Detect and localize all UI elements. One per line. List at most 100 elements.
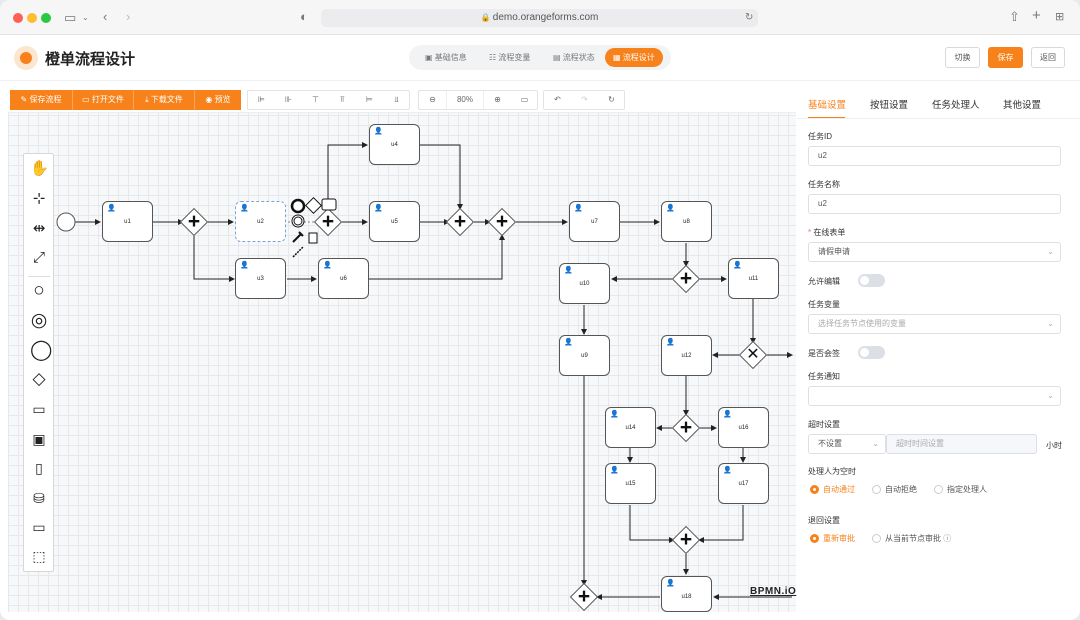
pool-icon[interactable]: ▭ xyxy=(32,519,46,535)
undo-icon[interactable]: ↶ xyxy=(554,95,561,104)
task-u5[interactable]: 👤u5 xyxy=(369,201,420,242)
share-icon[interactable]: ⇧ xyxy=(1009,9,1020,24)
trash-icon[interactable] xyxy=(308,232,318,244)
zoom-in-icon[interactable]: ⊕ xyxy=(494,95,501,104)
back-button[interactable]: 返回 xyxy=(1031,47,1065,68)
fit-viewport-icon[interactable]: ▭ xyxy=(520,95,529,104)
task-u8[interactable]: 👤u8 xyxy=(661,201,712,242)
data-store-icon[interactable]: ⛁ xyxy=(33,490,45,506)
bpmn-io-watermark[interactable]: BPMN.iO xyxy=(750,586,797,597)
append-end-event-icon[interactable] xyxy=(290,198,306,214)
save-process-button[interactable]: ✎ 保存流程 xyxy=(10,90,72,110)
open-file-button[interactable]: ▭ 打开文件 xyxy=(72,90,133,110)
task-u1[interactable]: 👤u1 xyxy=(102,201,153,242)
connect-arrow-icon[interactable] xyxy=(292,246,304,258)
minimize-window-button[interactable] xyxy=(27,13,37,23)
maximize-window-button[interactable] xyxy=(41,13,51,23)
task-u11[interactable]: 👤u11 xyxy=(728,258,779,299)
start-event[interactable] xyxy=(56,212,76,232)
tab-basic-info[interactable]: ▣ 基础信息 xyxy=(425,53,467,62)
start-event-icon[interactable]: ○ xyxy=(33,280,45,301)
task-name-input[interactable]: u2 xyxy=(808,194,1061,214)
hand-tool-icon[interactable]: ✋ xyxy=(30,160,49,177)
task-u15[interactable]: 👤u15 xyxy=(605,463,656,504)
close-window-button[interactable] xyxy=(13,13,23,23)
flow-u6-gw4[interactable] xyxy=(369,234,505,280)
align-top-icon[interactable]: ⫪ xyxy=(340,95,345,104)
allow-edit-switch[interactable] xyxy=(858,274,885,287)
task-u6[interactable]: 👤u6 xyxy=(318,258,369,299)
flow-u17-gw7[interactable] xyxy=(698,505,744,543)
address-bar[interactable]: 🔒 demo.orangeforms.com xyxy=(321,9,758,27)
reset-icon[interactable]: ↻ xyxy=(608,95,615,104)
task-notify-select[interactable]: ⌄ xyxy=(808,386,1061,406)
new-tab-icon[interactable]: + xyxy=(1032,7,1041,24)
switch-button[interactable]: 切换 xyxy=(945,47,980,68)
task-u16[interactable]: 👤u16 xyxy=(718,407,769,448)
tab-task-assignee[interactable]: 任务处理人 xyxy=(932,100,980,111)
tab-other-settings[interactable]: 其他设置 xyxy=(1003,100,1042,111)
tab-process-design[interactable]: ▦ 流程设计 xyxy=(605,48,663,67)
reload-icon[interactable]: ↻ xyxy=(745,12,754,23)
task-u14[interactable]: 👤u14 xyxy=(605,407,656,448)
user-task-icon[interactable]: ▭ xyxy=(32,401,46,417)
tab-overview-icon[interactable]: ⊞ xyxy=(1055,11,1065,23)
task-variables-select[interactable]: 选择任务节点使用的变量⌄ xyxy=(808,314,1061,334)
task-u9[interactable]: 👤u9 xyxy=(559,335,610,376)
task-u12[interactable]: 👤u12 xyxy=(661,335,712,376)
task-u10[interactable]: 👤u10 xyxy=(559,263,610,304)
flow-gw1-u3[interactable] xyxy=(193,233,235,282)
append-task-icon[interactable] xyxy=(321,198,337,211)
align-right-icon[interactable]: ⊤ xyxy=(312,95,319,104)
sidebar-toggle-icon[interactable]: ▭ xyxy=(64,10,77,25)
data-object-icon[interactable]: ▯ xyxy=(35,460,43,476)
radio-approve-from-current[interactable]: 从当前节点审批 ⓘ xyxy=(872,533,951,544)
task-u17[interactable]: 👤u17 xyxy=(718,463,769,504)
radio-auto-pass[interactable]: 自动通过 xyxy=(810,484,855,495)
wrench-icon[interactable] xyxy=(292,231,304,243)
forward-arrow-icon[interactable]: › xyxy=(126,9,131,24)
align-center-icon[interactable]: ⊪ xyxy=(285,95,292,104)
subprocess-icon[interactable]: ▣ xyxy=(32,431,46,447)
online-form-select[interactable]: 请假申请⌄ xyxy=(808,242,1061,262)
space-tool-icon[interactable]: ⇹ xyxy=(32,220,46,237)
task-u3[interactable]: 👤u3 xyxy=(235,258,286,299)
gateway-icon[interactable]: ◇ xyxy=(32,369,46,388)
task-u4[interactable]: 👤u4 xyxy=(369,124,420,165)
lasso-tool-icon[interactable]: ⊹ xyxy=(32,190,46,207)
append-gateway-icon[interactable] xyxy=(305,197,322,214)
flow-gw2-u4[interactable] xyxy=(327,142,368,210)
intermediate-event-icon[interactable]: ◎ xyxy=(30,310,48,331)
align-middle-icon[interactable]: ⊨ xyxy=(366,95,373,104)
tab-button-settings[interactable]: 按钮设置 xyxy=(870,100,909,111)
preview-button[interactable]: ◉ 预览 xyxy=(194,90,241,110)
timeout-hours-input[interactable]: 超时时间设置 xyxy=(886,434,1037,454)
task-u18[interactable]: 👤u18 xyxy=(661,576,712,612)
timeout-type-select[interactable]: 不设置⌄ xyxy=(808,434,886,454)
tab-process-variables[interactable]: ☷ 流程变量 xyxy=(489,53,531,62)
task-u7[interactable]: 👤u7 xyxy=(569,201,620,242)
radio-assign-handler[interactable]: 指定处理人 xyxy=(934,484,987,495)
end-event-icon[interactable]: ◯ xyxy=(30,339,53,361)
group-icon[interactable]: ⬚ xyxy=(32,548,46,564)
chevron-down-icon[interactable]: ⌄ xyxy=(82,13,89,22)
global-connect-icon[interactable]: ⤢ xyxy=(32,249,45,266)
flow-u15-gw7[interactable] xyxy=(629,505,675,543)
align-bottom-icon[interactable]: ⫫ xyxy=(394,95,399,104)
redo-icon[interactable]: ↷ xyxy=(581,95,588,104)
tab-process-status[interactable]: ▤ 流程状态 xyxy=(553,53,595,62)
flow-u4-gw3[interactable] xyxy=(420,144,463,210)
privacy-shield-icon[interactable]: ◐ xyxy=(300,9,308,24)
countersign-switch[interactable] xyxy=(858,346,885,359)
align-left-icon[interactable]: ⊫ xyxy=(258,95,265,104)
zoom-out-icon[interactable]: ⊖ xyxy=(429,95,436,104)
task-u2[interactable]: 👤u2 xyxy=(235,201,286,242)
save-button[interactable]: 保存 xyxy=(988,47,1023,68)
back-arrow-icon[interactable]: ‹ xyxy=(103,9,108,24)
tab-basic-settings[interactable]: 基础设置 xyxy=(808,100,847,111)
task-id-input[interactable]: u2 xyxy=(808,146,1061,166)
radio-reapprove[interactable]: 重新审批 xyxy=(810,533,855,544)
info-icon[interactable]: ⓘ xyxy=(941,534,952,543)
download-file-button[interactable]: ⤓ 下载文件 xyxy=(133,90,194,110)
radio-auto-reject[interactable]: 自动拒绝 xyxy=(872,484,917,495)
